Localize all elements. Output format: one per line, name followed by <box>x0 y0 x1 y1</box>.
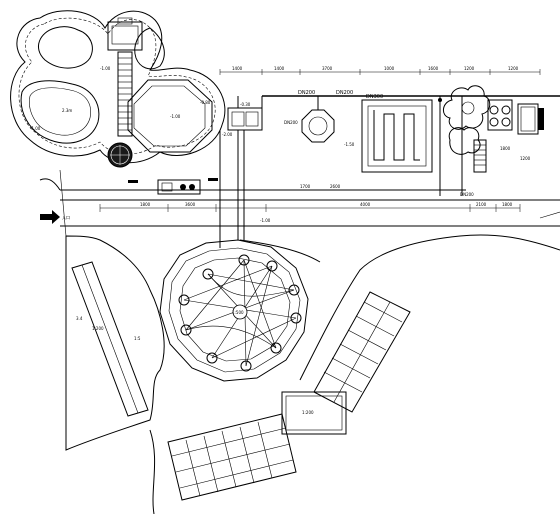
dim-text: 1800 <box>500 146 511 151</box>
dim-text: 3700 <box>322 66 333 71</box>
center-label: 1:500 <box>232 310 244 315</box>
central-rotunda: 1:500 <box>159 239 309 382</box>
building-label: 1:200 <box>302 410 314 415</box>
dim-text: 1000 <box>384 66 395 71</box>
control-box <box>128 178 218 195</box>
access-road: 1800 3600 4000 2100 1800 <box>60 199 560 227</box>
dim-text: 1200 <box>508 66 519 71</box>
side-text: 3.4 <box>76 316 83 321</box>
dim-text: 3600 <box>185 202 196 207</box>
side-text: 1:5 <box>134 336 141 341</box>
pipe-label: DN200 <box>460 192 474 197</box>
left-building: 1:200 3.4 1:5 <box>71 261 149 417</box>
pump-level: -2.00 <box>222 132 233 137</box>
dim-text: 2100 <box>476 202 487 207</box>
dim-text: 1600 <box>428 66 439 71</box>
dim-text: 4000 <box>360 202 371 207</box>
pipe-label: DN200 <box>298 90 315 96</box>
connector-block: 1:200 <box>281 391 347 435</box>
building-label: 1:200 <box>92 326 104 331</box>
treatment-process-chain: DN200 DN200 -0.30 -2.00 1400 1400 3700 1… <box>219 66 560 197</box>
pipe-label: DN300 <box>366 94 383 100</box>
pool-level-label: -1.00 <box>100 66 111 71</box>
pool-level-label: -1.00 <box>170 114 181 119</box>
pool-level-label: -1.00 <box>30 126 41 131</box>
right-diagonal-building <box>313 291 411 413</box>
entry-label: 入口 <box>62 215 70 220</box>
dim-text: 1400 <box>274 66 285 71</box>
dim-text: 1200 <box>520 156 531 161</box>
dim-text: 1800 <box>502 202 513 207</box>
dim-text: 1800 <box>140 202 151 207</box>
pipe-label: DN200 <box>336 90 353 96</box>
pipe-label: 2600 <box>330 184 341 189</box>
site-boundary <box>39 169 560 514</box>
clover-pool-complex <box>10 10 226 168</box>
pipe-label: -1.00 <box>260 218 271 223</box>
bottom-grid-building <box>167 413 297 501</box>
pipe-label: 1700 <box>300 184 311 189</box>
pool-label: 2.3m <box>62 108 72 113</box>
entry-arrow-icon <box>40 210 60 224</box>
pipe-elev: -0.30 <box>240 102 251 107</box>
pipe-label: DN200 <box>284 120 298 125</box>
dim-text: 1200 <box>464 66 475 71</box>
filter-level: -1.50 <box>344 142 355 147</box>
pool-level-label: -0.80 <box>200 100 211 105</box>
dim-text: 1400 <box>232 66 243 71</box>
